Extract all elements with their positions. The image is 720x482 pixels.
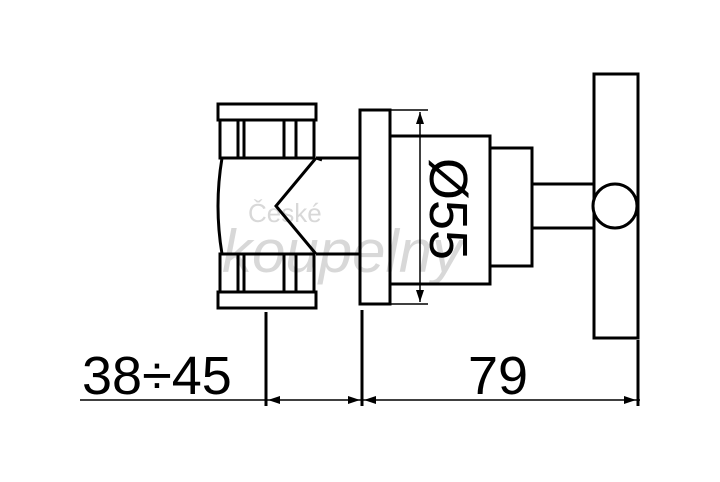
wall-arrow-left: [268, 396, 280, 404]
top-nut-cap: [216, 102, 318, 122]
watermark: České koupelny: [222, 198, 466, 285]
diameter-arrow-top: [416, 112, 424, 124]
body-waist-left: [216, 157, 224, 255]
wall-arrow-right: [348, 396, 360, 404]
projection-label: 79: [468, 346, 528, 406]
body-join: [315, 156, 323, 162]
projection-arrow-left: [364, 396, 376, 404]
diameter-arrow-bottom: [416, 290, 424, 302]
bottom-nut-cap: [216, 290, 318, 310]
projection-arrow-right: [624, 396, 636, 404]
diameter-dimension: Ø55: [388, 109, 478, 305]
spindle: [530, 182, 596, 230]
diameter-label: Ø55: [418, 158, 478, 260]
body-v-notch: [274, 157, 318, 255]
handle-knob: [591, 182, 639, 230]
horizontal-dimensions: 38÷45 79: [80, 310, 640, 406]
handle-assembly: [530, 72, 640, 340]
top-nut: [218, 118, 316, 160]
connector-body: [216, 102, 360, 310]
watermark-line-2: koupelny: [222, 218, 466, 285]
watermark-line-1: České: [248, 198, 322, 228]
bonnet: [488, 146, 534, 268]
wall-depth-label: 38÷45: [82, 346, 232, 406]
